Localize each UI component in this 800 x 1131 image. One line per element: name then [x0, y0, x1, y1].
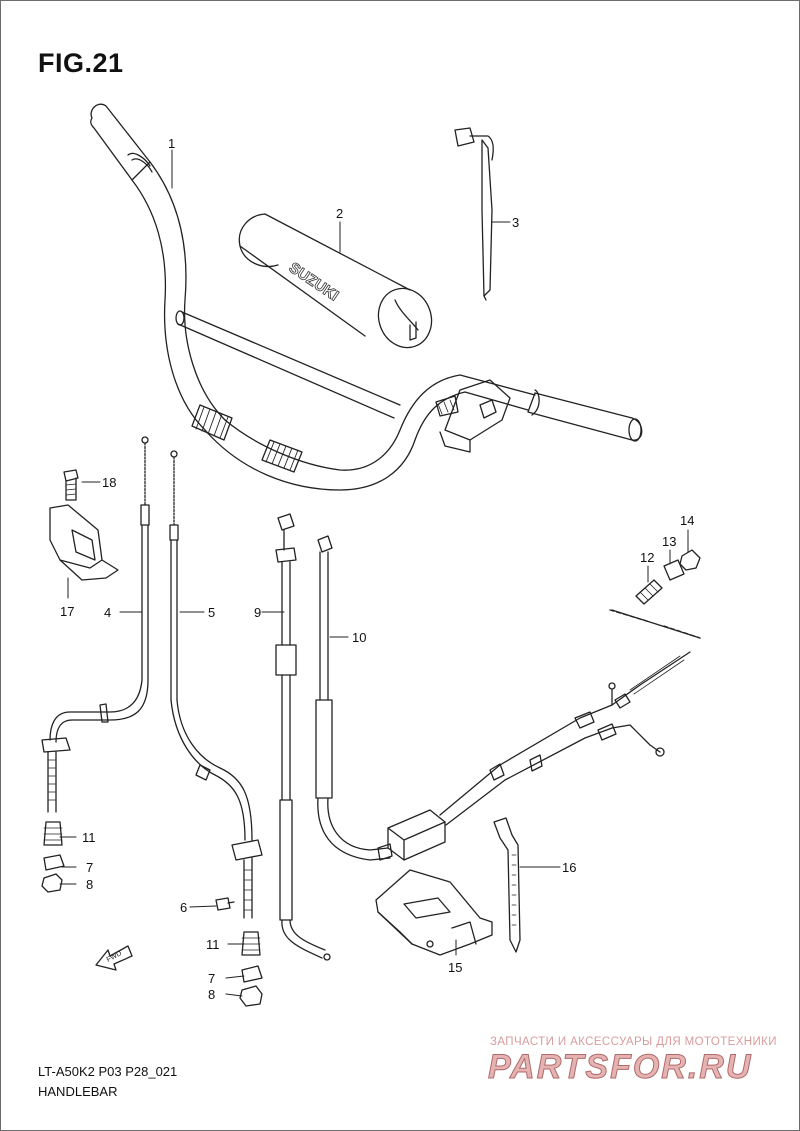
- callout-1: 1: [168, 136, 175, 151]
- callout-5: 5: [208, 605, 215, 620]
- screw-6-part: [215, 897, 235, 911]
- handlebar-part: [90, 103, 643, 491]
- nut-14-part: [679, 549, 701, 571]
- callout-3: 3: [512, 215, 519, 230]
- callout-18: 18: [102, 475, 116, 490]
- callout-15: 15: [448, 960, 462, 975]
- diagram-caption: HANDLEBAR: [38, 1084, 118, 1099]
- callout-11a: 11: [82, 830, 96, 845]
- callout-17: 17: [60, 604, 74, 619]
- watermark-logo: PARTSFOR.RU: [487, 1048, 753, 1087]
- adjuster-12-part: [635, 579, 663, 605]
- watermark-tagline: ЗАПЧАСТИ И АКСЕССУАРЫ ДЛЯ МОТОТЕХНИКИ: [490, 1036, 777, 1048]
- cable-4-part: [41, 436, 150, 813]
- callout-16: 16: [562, 860, 576, 875]
- diagram-code: LT-A50K2 P03 P28_021: [38, 1064, 178, 1079]
- callout-6: 6: [180, 900, 187, 915]
- bolt-18-part: [63, 469, 79, 501]
- cable-5-part: [169, 450, 263, 919]
- callout-4: 4: [104, 605, 111, 620]
- nut-7b-part: [241, 965, 263, 983]
- callout-10: 10: [352, 630, 366, 645]
- nut-7-part: [43, 854, 65, 871]
- callout-11b: 11: [206, 937, 220, 952]
- callout-2: 2: [336, 206, 343, 221]
- callout-7a: 7: [86, 860, 93, 875]
- cable-tie-16-part: [493, 817, 521, 953]
- cable-tie-part: [454, 127, 494, 301]
- nut-8-part: [41, 873, 63, 893]
- adjuster-11-part: [43, 821, 63, 846]
- nut-13-part: [663, 559, 685, 581]
- cable-9-part: [275, 513, 331, 961]
- cable-10-part: [315, 535, 691, 861]
- callout-numbers: 1 2 3 4 5 6 7 8 7 8 9 10 11 11 12 13 14 …: [60, 136, 694, 1002]
- callout-13: 13: [662, 534, 676, 549]
- callout-12: 12: [640, 550, 654, 565]
- adjuster-11b-part: [241, 931, 261, 956]
- bracket-15-part: [375, 869, 493, 956]
- callout-14: 14: [680, 513, 694, 528]
- leader-lines: [59, 149, 689, 997]
- callout-8b: 8: [208, 987, 215, 1002]
- callout-8a: 8: [86, 877, 93, 892]
- fwd-arrow-icon: FWD: [95, 945, 133, 971]
- figure-title: FIG.21: [38, 48, 124, 78]
- callout-7b: 7: [208, 971, 215, 986]
- bracket-17-part: [49, 504, 119, 581]
- nut-8b-part: [239, 985, 263, 1007]
- callout-9: 9: [254, 605, 261, 620]
- pad-brand-text: SUZUKI: [286, 259, 342, 304]
